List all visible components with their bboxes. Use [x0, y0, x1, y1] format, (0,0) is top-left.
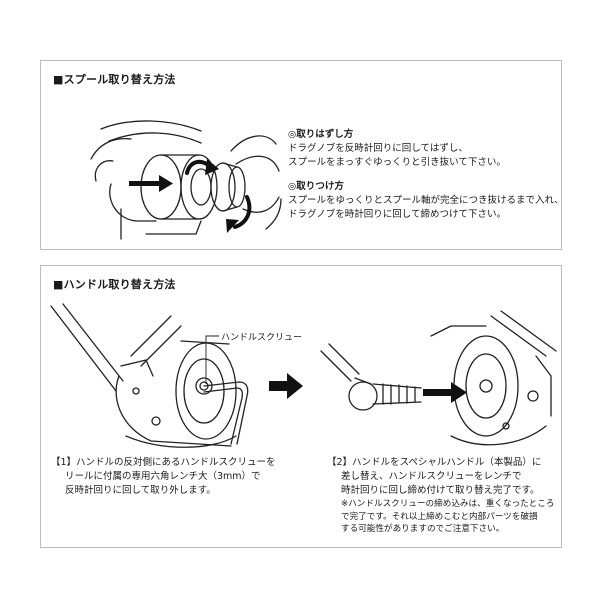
handle-replacement-panel: ■ハンドル取り替え方法 ハンドルスクリュー — [40, 265, 562, 548]
step-arrow-icon — [269, 373, 305, 399]
step-1-line: 反時計回りに回して取り外します。 — [51, 484, 276, 498]
step-2-line: 差し替え、ハンドルスクリューをレンチで — [327, 470, 554, 484]
handle-screw-removal-illustration — [41, 296, 261, 451]
step-2-note: ※ハンドルスクリューの締め込みは、重くなったところ — [327, 498, 554, 511]
step-2-instructions: 【2】ハンドルをスペシャルハンドル（本製品）に 差し替え、ハンドルスクリューをレ… — [327, 456, 554, 536]
step-1-instructions: 【1】ハンドルの反対側にあるハンドルスクリューを リールに付属の専用六角レンチ大… — [51, 456, 276, 498]
remove-line: ドラグノブを反時計回りに回してはずし、 — [288, 142, 564, 156]
step-2-note: で完了です。それ以上締めこむと内部パーツを破損 — [327, 511, 554, 524]
handle-screw-callout: ハンドルスクリュー — [221, 330, 302, 343]
spool-instructions: ◎取りはずし方 ドラグノブを反時計回りに回してはずし、 スプールをまっすぐゆっく… — [288, 128, 564, 222]
attach-line: スプールをゆっくりとスプール軸が完全につき抜けるまで入れ、 — [288, 194, 564, 208]
step-2-line: 【2】ハンドルをスペシャルハンドル（本製品）に — [327, 456, 554, 470]
step-1-line: リールに付属の専用六角レンチ大（3mm）で — [51, 470, 276, 484]
special-handle-install-illustration — [311, 296, 561, 451]
attach-line: ドラグノブを時計回りに回して締めつけて下さい。 — [288, 208, 564, 222]
attach-heading: ◎取りつけ方 — [288, 180, 564, 194]
spool-removal-illustration — [61, 89, 281, 249]
step-1-line: 【1】ハンドルの反対側にあるハンドルスクリューを — [51, 456, 276, 470]
handle-section-title: ■ハンドル取り替え方法 — [53, 276, 176, 292]
remove-heading: ◎取りはずし方 — [288, 128, 564, 142]
step-2-note: する可能性がありますのでご注意下さい。 — [327, 523, 554, 536]
step-2-line: 時計回りに回し締め付けて取り替え完了です。 — [327, 484, 554, 498]
spool-replacement-panel: ■スプール取り替え方法 — [40, 60, 562, 250]
spool-section-title: ■スプール取り替え方法 — [53, 71, 176, 87]
remove-line: スプールをまっすぐゆっくりと引き抜いて下さい。 — [288, 156, 564, 170]
